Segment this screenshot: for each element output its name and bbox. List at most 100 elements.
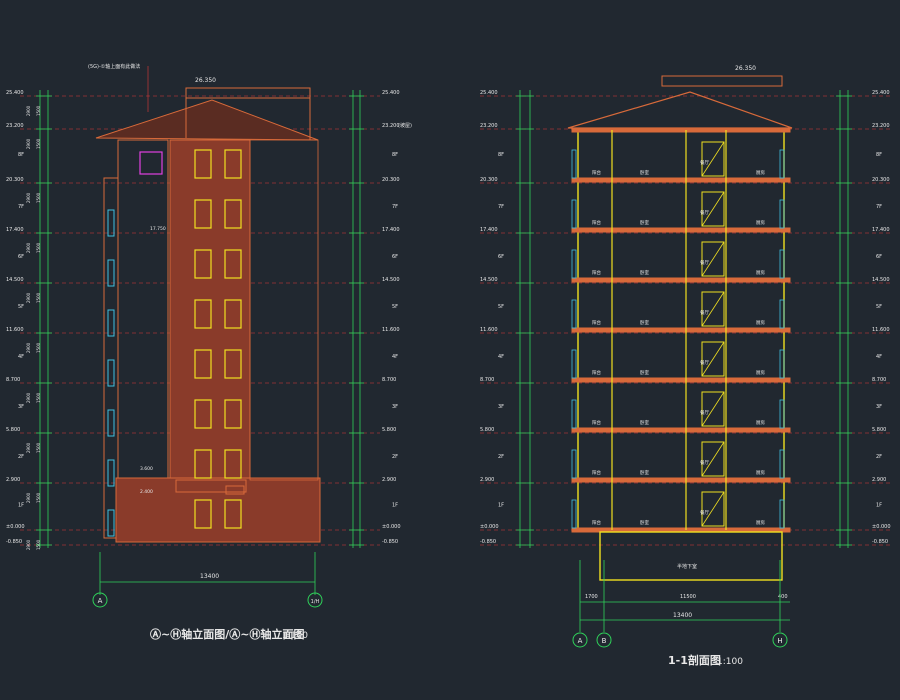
floor-tag-right: 4F (876, 354, 882, 360)
room-label: 厨房 (756, 369, 765, 376)
axis-label: A (578, 637, 583, 645)
window (224, 399, 242, 429)
section-width-dim: 13400 (673, 612, 692, 619)
stair-diagonal (701, 391, 725, 427)
dimension-value: 1500 (36, 192, 41, 203)
stair-diagonal (701, 291, 725, 327)
level-label-right: 25.400 (382, 90, 400, 96)
floor-tag-right: 6F (392, 254, 398, 260)
level-label-right: 17.400 (872, 227, 890, 233)
balcony-rail (107, 409, 115, 437)
axis-bubble (772, 632, 788, 648)
floor-tag-left: 7F (18, 204, 24, 210)
floor-slab (571, 277, 791, 283)
stair-diagonal (701, 241, 725, 277)
level-label-left: 8.700 (480, 377, 494, 383)
balcony-rail (107, 459, 115, 487)
podium-sign (225, 485, 245, 495)
floor-slab (571, 127, 791, 133)
floor-tag-right: 5F (392, 304, 398, 310)
floor-tag-left: 8F (18, 152, 24, 158)
room-label: 卧室 (640, 219, 649, 226)
room-label: 厨房 (756, 169, 765, 176)
room-label: 厨房 (756, 469, 765, 476)
level-label-left: 5.800 (480, 427, 494, 433)
level-label-right: 2.900 (382, 477, 396, 483)
room-label: 餐厅 (700, 259, 709, 266)
level-label-right: ±0.000 (382, 524, 401, 530)
dimension-value: 400 (778, 594, 788, 600)
dimension-value: 1500 (36, 105, 41, 116)
floor-slab (571, 227, 791, 233)
balcony-rail (107, 509, 115, 537)
floor-tag-right: 3F (392, 404, 398, 410)
balcony-rail (107, 309, 115, 337)
balcony-rail (779, 249, 785, 279)
stair-window (701, 391, 725, 427)
axis-bubble-a (92, 592, 108, 608)
level-label-left: 17.400 (6, 227, 24, 233)
stair-window (701, 491, 725, 527)
level-label-left: 11.600 (6, 327, 24, 333)
roof-parapet (185, 87, 311, 99)
level-label-right: 14.500 (382, 277, 400, 283)
roof-gable (95, 99, 319, 141)
room-label: 卧室 (640, 419, 649, 426)
inner-level-label: 17.750 (150, 226, 166, 232)
level-label-left: 5.800 (6, 427, 20, 433)
balcony-rail (107, 259, 115, 287)
room-label: 餐厅 (700, 509, 709, 516)
floor-slab (571, 477, 791, 483)
level-label-left: 2.900 (6, 477, 20, 483)
stair-window (701, 141, 725, 177)
floor-tag-right: 6F (876, 254, 882, 260)
room-label: 阳台 (592, 219, 601, 226)
podium-cornice (175, 479, 247, 493)
window (224, 449, 242, 479)
floor-tag-left: 8F (498, 152, 504, 158)
balcony-rail (571, 249, 577, 279)
dimension-value: 2900 (26, 105, 31, 116)
elevation-top-dim: 26.350 (195, 77, 216, 84)
level-label-left: -0.850 (480, 539, 496, 545)
floor-tag-right: 4F (392, 354, 398, 360)
room-label: 厨房 (756, 519, 765, 526)
balcony-rail (571, 299, 577, 329)
floor-slab (571, 427, 791, 433)
room-label: 阳台 (592, 319, 601, 326)
window (194, 499, 212, 529)
level-label-left: ±0.000 (6, 524, 25, 530)
room-label: 卧室 (640, 319, 649, 326)
elevation-title: Ⓐ~Ⓗ轴立面图/Ⓐ~Ⓗ轴立面图 (150, 627, 304, 641)
section-title: 1-1剖面图 (668, 653, 721, 667)
podium-base (115, 477, 321, 543)
floor-tag-right: 7F (876, 204, 882, 210)
balcony-rail (779, 199, 785, 229)
room-label: 阳台 (592, 169, 601, 176)
dimension-value: 2900 (26, 442, 31, 453)
side-wing (117, 139, 169, 481)
room-label: 阳台 (592, 269, 601, 276)
inner-level-label: 3.600 (140, 466, 153, 472)
floor-tag-left: 5F (18, 304, 24, 310)
dimension-value: 1700 (585, 594, 598, 600)
level-label-right: 2.900 (872, 477, 886, 483)
dimension-value: 1500 (36, 492, 41, 503)
dimension-value: 1500 (36, 138, 41, 149)
dimension-value: 1500 (36, 342, 41, 353)
balcony-rail (107, 209, 115, 237)
window (194, 299, 212, 329)
floor-tag-left: 2F (498, 454, 504, 460)
window (224, 349, 242, 379)
floor-tag-left: 1F (498, 503, 504, 509)
room-label: 阳台 (592, 369, 601, 376)
floor-tag-left: 6F (18, 254, 24, 260)
section-basement-label: 半地下室 (677, 563, 697, 570)
window (194, 149, 212, 179)
room-label: 餐厅 (700, 159, 709, 166)
floor-tag-left: 5F (498, 304, 504, 310)
stair-diagonal (701, 141, 725, 177)
window (194, 249, 212, 279)
stair-diagonal (701, 441, 725, 477)
axis-label-right: 1/H (311, 599, 320, 605)
